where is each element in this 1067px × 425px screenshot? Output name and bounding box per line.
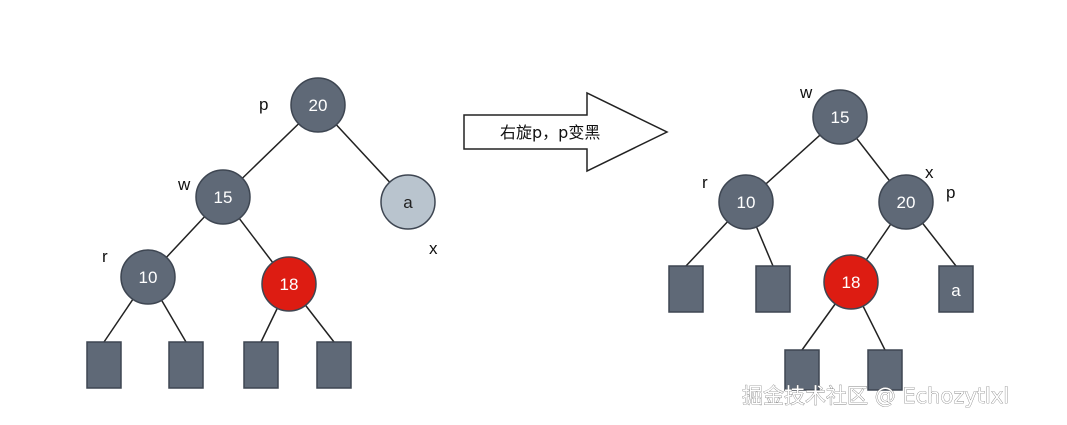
- node-a: a: [380, 174, 436, 230]
- node-20: 20: [878, 174, 934, 230]
- before-leaves: [86, 341, 352, 389]
- node-15: 15: [812, 89, 868, 145]
- node-10: 10: [718, 174, 774, 230]
- nil-leaf: [316, 341, 352, 389]
- after-nodes: 15 10 20 18: [718, 89, 934, 310]
- tag-p: p: [259, 95, 268, 114]
- nil-leaf: [784, 349, 820, 391]
- node-label: 15: [831, 108, 850, 127]
- after-leaves: a: [668, 265, 974, 391]
- node-label: 10: [737, 193, 756, 212]
- node-circle: [261, 256, 317, 312]
- node-circle: [290, 77, 346, 133]
- nil-leaf: [668, 265, 704, 313]
- nil-leaf: [86, 341, 122, 389]
- node-circle: [878, 174, 934, 230]
- node-circle: [718, 174, 774, 230]
- after-tags: w r x p: [702, 83, 955, 202]
- node-circle: [823, 254, 879, 310]
- node-10: 10: [120, 249, 176, 305]
- node-circle: [380, 174, 436, 230]
- leaf-a-rect: [938, 265, 974, 313]
- before-edges: [103, 104, 409, 343]
- before-tree: 20 15 a 10 18 p w r x: [86, 77, 438, 389]
- transition-arrow: 右旋p，p变黑: [463, 91, 669, 173]
- node-18: 18: [261, 256, 317, 312]
- node-label: a: [403, 193, 413, 212]
- before-nodes: 20 15 a 10 18: [120, 77, 436, 312]
- node-label: 18: [280, 275, 299, 294]
- tag-x: x: [925, 163, 934, 182]
- leaf-a: a: [938, 265, 974, 313]
- nil-leaf: [867, 349, 903, 391]
- tag-w: w: [177, 175, 191, 194]
- node-label: 10: [139, 268, 158, 287]
- node-label: 20: [309, 96, 328, 115]
- node-circle: [120, 249, 176, 305]
- tag-p: p: [946, 183, 955, 202]
- nil-leaf: [168, 341, 204, 389]
- watermark: 掘金技术社区 @ Echozytlxl: [742, 384, 1009, 408]
- after-edges: [685, 116, 957, 351]
- node-label: 18: [842, 273, 861, 292]
- tag-r: r: [102, 247, 108, 266]
- node-20: 20: [290, 77, 346, 133]
- node-15: 15: [195, 169, 251, 225]
- arrow-label: 右旋p，p变黑: [500, 123, 600, 142]
- node-label: 20: [897, 193, 916, 212]
- tag-r: r: [702, 173, 708, 192]
- node-label: 15: [214, 188, 233, 207]
- leaf-a-label: a: [951, 281, 961, 300]
- tag-w: w: [799, 83, 813, 102]
- tag-x: x: [429, 239, 438, 258]
- node-circle: [812, 89, 868, 145]
- after-tree: a 15 10 20 18 w r: [668, 83, 974, 391]
- node-circle: [195, 169, 251, 225]
- arrow-shape: [463, 91, 669, 173]
- nil-leaf: [243, 341, 279, 389]
- node-18: 18: [823, 254, 879, 310]
- before-tags: p w r x: [102, 95, 438, 266]
- nil-leaf: [755, 265, 791, 313]
